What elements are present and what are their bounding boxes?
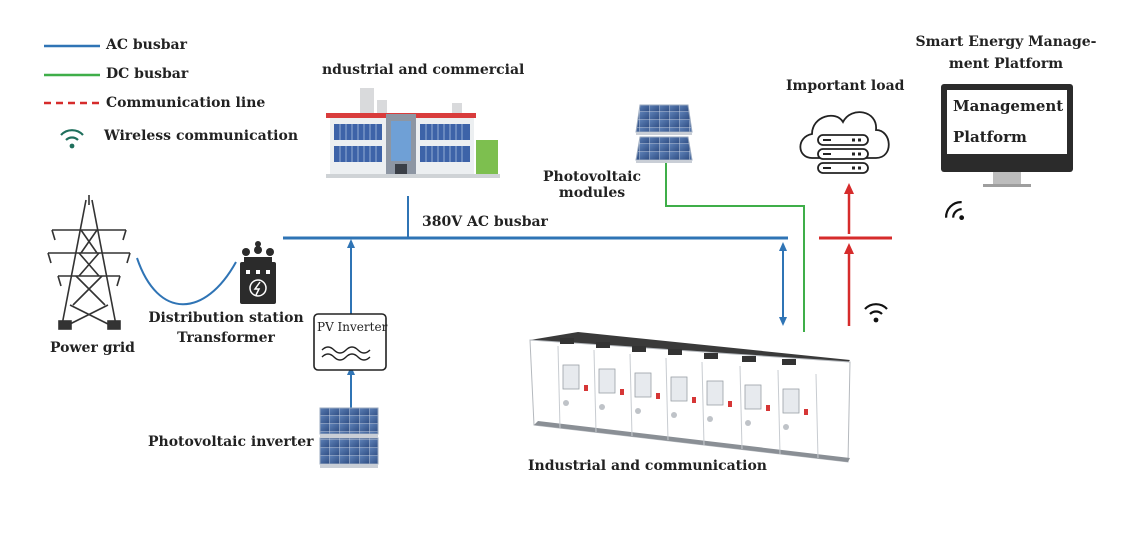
commercial-building-icon	[326, 88, 500, 178]
power-grid-tower-icon	[47, 195, 131, 330]
storage-cabinet-icon	[529, 332, 851, 463]
pv-inverter-box-label: PV Inverter	[317, 320, 388, 334]
storage-cabinet-label: Industrial and communication	[528, 458, 767, 474]
legend-ac-label: AC busbar	[106, 37, 187, 53]
transformer-label-line1: Distribution station	[148, 310, 304, 326]
commercial-building-label: ndustrial and commercial	[322, 62, 525, 78]
legend-wireless-label: Wireless communication	[104, 128, 299, 144]
power-grid-label: Power grid	[50, 340, 135, 356]
solar-panel-inverter-icon	[319, 407, 379, 468]
ac-busbar-label: 380V AC busbar	[422, 214, 548, 230]
legend-wireless-icon	[60, 129, 84, 149]
transformer-icon	[240, 241, 276, 304]
platform-screen-line1: Management	[953, 97, 1064, 115]
management-monitor-icon	[941, 84, 1073, 187]
dc-busbar-line	[665, 163, 805, 332]
pv-inverter-box	[313, 313, 387, 371]
wireless-platform-icon	[945, 201, 965, 221]
platform-title-line2: ment Platform	[948, 56, 1064, 72]
important-load-label: Important load	[786, 78, 905, 94]
pv-inverter-label: Photovoltaic inverter	[148, 434, 314, 450]
legend-comm-label: Communication line	[106, 95, 266, 111]
platform-title-line1: Smart Energy Manage-	[915, 34, 1097, 50]
transformer-label-line2: Transformer	[177, 330, 275, 346]
grid-transformer-cable	[136, 257, 237, 306]
wireless-storage-icon	[864, 303, 888, 323]
platform-screen-line2: Platform	[953, 128, 1027, 146]
pv-modules-label-line1: Photovoltaic	[542, 169, 642, 185]
solar-panel-modules-icon	[635, 104, 693, 163]
important-load-cloud-icon	[799, 111, 890, 174]
legend-dc-label: DC busbar	[106, 66, 189, 82]
pv-modules-label-line2: modules	[558, 185, 626, 201]
